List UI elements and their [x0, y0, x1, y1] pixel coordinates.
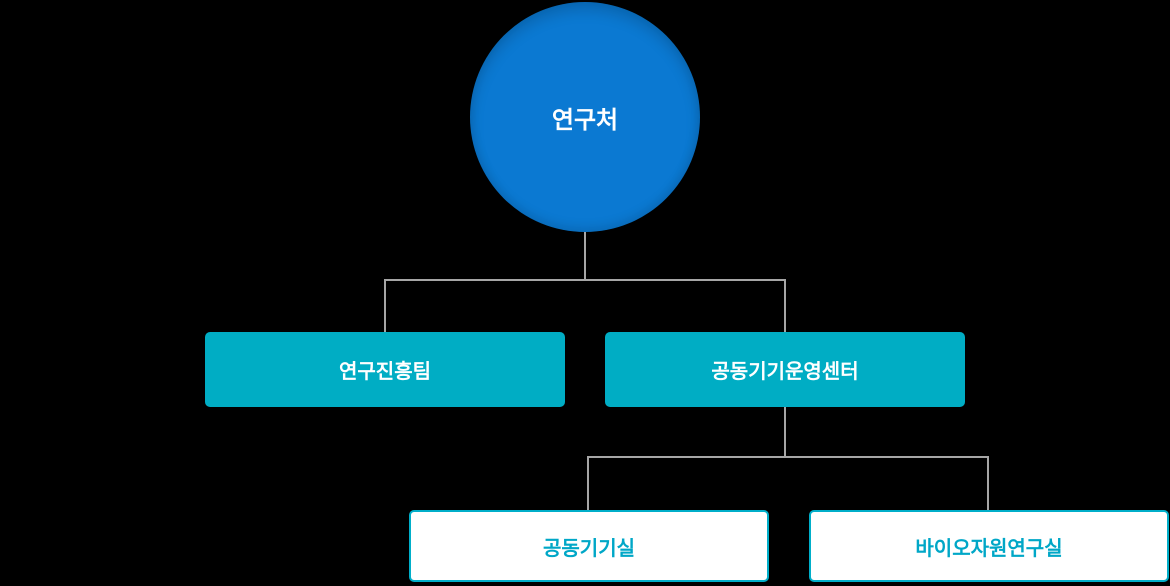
connector-to-sub-2 [987, 456, 989, 510]
org-node-research-promotion-team: 연구진흥팀 [205, 332, 565, 407]
org-node-label: 연구진흥팀 [339, 361, 431, 383]
org-node-core-facility-room: 공동기기실 [409, 510, 769, 582]
org-node-label: 공동기기운영센터 [711, 361, 859, 383]
connector-to-dept-2 [784, 279, 786, 332]
connector-dept-2-vertical [784, 407, 786, 457]
connector-to-sub-1 [587, 456, 589, 510]
org-node-root-label: 연구처 [551, 106, 619, 134]
org-node-label: 바이오자원연구실 [915, 537, 1063, 560]
org-node-core-facility-center: 공동기기운영센터 [605, 332, 965, 407]
connector-root-vertical [584, 228, 586, 280]
connector-level3-horizontal [587, 456, 989, 458]
org-node-bio-resource-lab: 바이오자원연구실 [809, 510, 1169, 582]
org-node-root: 연구처 [470, 2, 700, 232]
connector-level2-horizontal [384, 279, 786, 281]
connector-to-dept-1 [384, 279, 386, 332]
org-node-label: 공동기기실 [543, 537, 635, 560]
